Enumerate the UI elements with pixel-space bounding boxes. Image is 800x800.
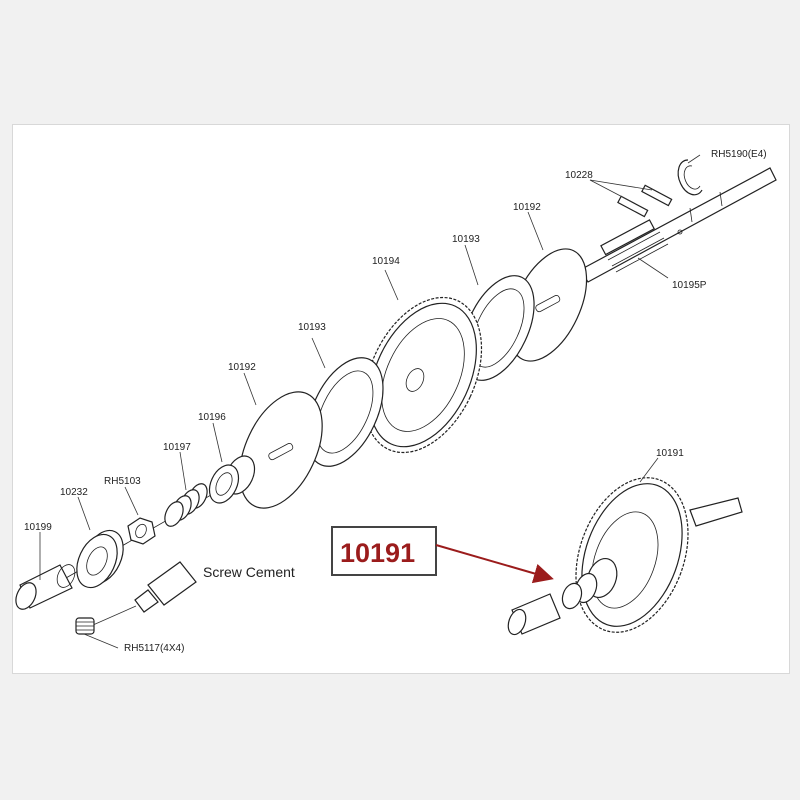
bushing-10196 <box>208 455 256 504</box>
e-clip-rh5190 <box>677 159 703 196</box>
bearing-10232 <box>76 529 124 589</box>
drive-cup-10199 <box>15 564 76 610</box>
assembled-slipper-clutch-10191 <box>507 477 743 636</box>
clutch-pad-10193-left <box>306 357 384 467</box>
spur-gear-10194 <box>363 296 483 454</box>
label-rh5103: RH5103 <box>104 476 141 487</box>
set-screw-rh5117 <box>75 617 95 635</box>
callout-code: 10191 <box>340 538 415 568</box>
label-10194: 10194 <box>372 256 400 267</box>
pressure-plate-10192-left <box>239 391 323 509</box>
spring-10197 <box>164 483 208 527</box>
nut-rh5103 <box>127 517 156 545</box>
label-10199: 10199 <box>24 522 52 533</box>
label-screw-cement: Screw Cement <box>203 564 295 580</box>
callout-10191: 10191 <box>331 526 554 584</box>
shaft-10195p <box>579 167 777 283</box>
label-10228: 10228 <box>565 170 593 181</box>
label-10193-left: 10193 <box>298 322 326 333</box>
label-10192-left: 10192 <box>228 362 256 373</box>
leader-lines <box>39 154 701 649</box>
label-10191-assembly: 10191 <box>656 448 684 459</box>
label-10197: 10197 <box>163 442 191 453</box>
label-10232: 10232 <box>60 487 88 498</box>
label-10195p: 10195P <box>672 280 707 291</box>
label-10192-right: 10192 <box>513 202 541 213</box>
label-10193-right: 10193 <box>452 234 480 245</box>
pins-10228 <box>617 184 673 218</box>
screw-cement-tube-icon <box>92 561 197 626</box>
label-rh5117: RH5117(4X4) <box>124 643 184 654</box>
label-rh5190: RH5190(E4) <box>711 149 767 160</box>
label-10196: 10196 <box>198 412 226 423</box>
